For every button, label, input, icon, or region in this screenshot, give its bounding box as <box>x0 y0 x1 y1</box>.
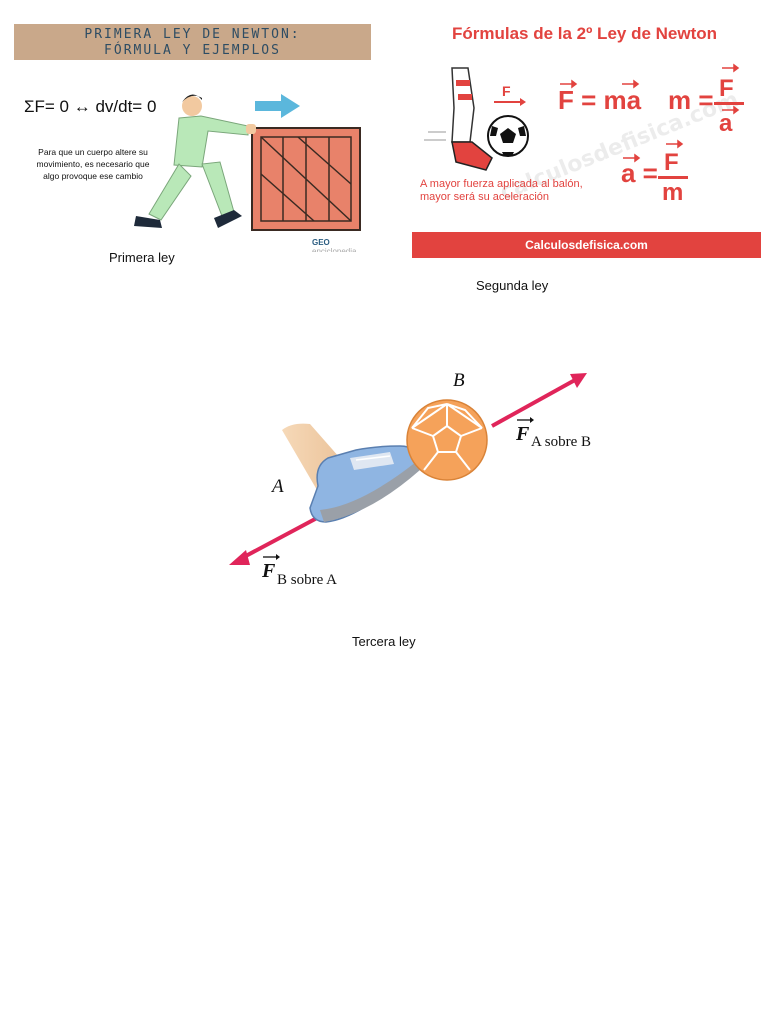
force-ab-symbol: F <box>515 423 530 445</box>
figure-segunda-ley: Fórmulas de la 2º Ley de Newton calculos… <box>412 14 762 258</box>
figure-primera-ley: PRIMERA LEY DE NEWTON: FÓRMULA Y EJEMPLO… <box>14 24 371 252</box>
caption-tercera-ley: Tercera ley <box>352 634 416 649</box>
force-ba-subscript: B sobre A <box>277 572 337 588</box>
person-icon <box>134 94 256 228</box>
formula-m-equals: m = <box>668 85 714 115</box>
caption-primera-ley: Primera ley <box>109 250 175 265</box>
formula-f-ma: F = ma <box>558 85 642 115</box>
force-arrow-a-on-b <box>491 373 587 428</box>
first-law-formula: ΣF= 0 ↔ dv/dt= 0 <box>24 97 157 116</box>
figure-tercera-ley: B A F A sobre B F B sobre A <box>229 370 591 588</box>
soccer-ball-icon <box>406 399 488 481</box>
fraction-numerator-1: F <box>719 75 734 102</box>
fraction-numerator-2: F <box>664 149 679 176</box>
soccer-ball-icon <box>487 115 529 157</box>
person-pushing-box-illustration <box>134 94 361 231</box>
banner: PRIMERA LEY DE NEWTON: FÓRMULA Y EJEMPLO… <box>14 24 371 60</box>
force-label: F <box>502 83 511 99</box>
fraction-denominator-m: m <box>662 179 683 206</box>
kicking-leg-icon <box>424 67 493 171</box>
force-ab-subscript: A sobre B <box>531 434 591 450</box>
site-footer-banner: Calculosdefisica.com <box>412 232 761 258</box>
second-law-note: A mayor fuerza aplicada al balón, mayor … <box>420 178 583 204</box>
banner-line-2: FÓRMULA Y EJEMPLOS <box>104 43 281 58</box>
note-line-2: mayor será su aceleración <box>420 191 550 203</box>
direction-arrow-icon <box>255 94 300 118</box>
box-icon <box>251 127 361 231</box>
second-law-formulas: F F = ma m = F a a = F m <box>424 63 744 206</box>
formula-a-equals: a = <box>621 158 658 188</box>
force-ba-symbol: F <box>261 560 276 582</box>
fraction-denominator-a: a <box>719 110 733 137</box>
banner-line-1: PRIMERA LEY DE NEWTON: <box>84 27 301 42</box>
second-law-title: Fórmulas de la 2º Ley de Newton <box>451 24 718 43</box>
label-a: A <box>270 476 284 497</box>
caption-segunda-ley: Segunda ley <box>476 278 549 293</box>
first-law-description: Para que un cuerpo altere su movimiento,… <box>36 147 150 181</box>
label-b: B <box>453 370 465 391</box>
note-line-1: A mayor fuerza aplicada al balón, <box>420 178 583 190</box>
geo-logo: GEO enciclopedia <box>312 238 357 252</box>
